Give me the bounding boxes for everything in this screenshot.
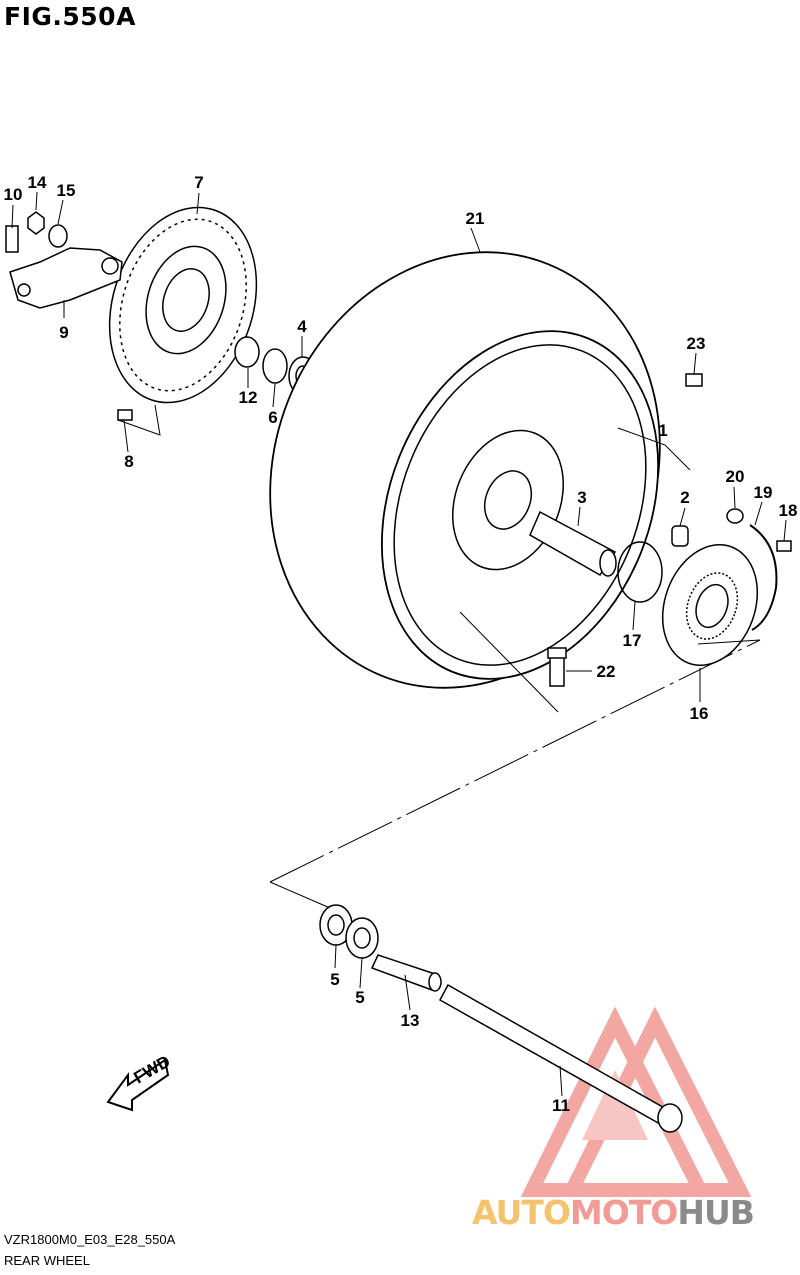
callout-13: 13 <box>401 1011 420 1030</box>
nut-14-part[interactable] <box>27 211 45 235</box>
callout-5b: 5 <box>355 988 364 1007</box>
rear-hub-16-part[interactable] <box>647 531 774 678</box>
caliper-bracket-part[interactable] <box>9 247 123 309</box>
assembly-line <box>269 881 331 909</box>
figure-name: REAR WHEEL <box>4 1253 90 1268</box>
callout-6: 6 <box>268 408 277 427</box>
figure-code: VZR1800M0_E03_E28_550A <box>4 1232 176 1247</box>
callout-10: 10 <box>4 185 23 204</box>
callout-5a: 5 <box>330 970 339 989</box>
damper-2-part[interactable] <box>671 525 689 547</box>
callout-15: 15 <box>57 181 76 200</box>
watermark-part-3: HUB <box>677 1193 755 1232</box>
figure-title: FIG.550A <box>4 2 136 31</box>
washer-15-part[interactable] <box>48 224 68 248</box>
axle-spacer-3-part[interactable] <box>529 510 617 577</box>
callout-16: 16 <box>690 704 709 723</box>
callout-1: 1 <box>658 421 667 440</box>
assembly-line <box>269 639 761 883</box>
callout-8: 8 <box>124 452 133 471</box>
bearing-5a-part[interactable] <box>319 904 353 946</box>
screw-18-part[interactable] <box>776 540 792 552</box>
callout-18: 18 <box>779 501 798 520</box>
caliper-bracket-hole <box>17 283 31 297</box>
spacer-12-part[interactable] <box>234 336 260 368</box>
callout-2: 2 <box>680 488 689 507</box>
callout-21: 21 <box>466 209 485 228</box>
bearing-5b-part[interactable] <box>345 917 379 959</box>
callout-14: 14 <box>28 173 47 192</box>
leader-lines <box>11 191 787 1097</box>
watermark-part-1: AUTO <box>472 1193 571 1232</box>
callout-3: 3 <box>577 488 586 507</box>
watermark-part-2: MOTO <box>569 1193 678 1232</box>
callout-20: 20 <box>726 467 745 486</box>
brake-disc-part[interactable] <box>86 188 281 421</box>
axle-11-part[interactable] <box>438 983 683 1133</box>
assembly-line <box>697 639 761 645</box>
forward-direction-arrow-icon: FWD <box>106 1052 174 1112</box>
callout-4: 4 <box>297 317 307 336</box>
callout-22: 22 <box>597 662 616 681</box>
ring-19-part[interactable] <box>749 524 778 631</box>
assembly-line <box>459 611 559 713</box>
oil-seal-6-part[interactable] <box>262 348 288 384</box>
callout-11: 11 <box>552 1096 570 1115</box>
spacer-13-part[interactable] <box>370 954 442 992</box>
callout-19: 19 <box>754 483 773 502</box>
callout-23: 23 <box>687 334 706 353</box>
valve-22-part[interactable] <box>547 647 567 687</box>
callout-7: 7 <box>194 173 203 192</box>
clip-20-part[interactable] <box>726 508 744 524</box>
callout-12: 12 <box>239 388 258 407</box>
callout-9: 9 <box>59 323 68 342</box>
callout-17: 17 <box>623 631 642 650</box>
disc-bolt-8-part[interactable] <box>117 409 133 421</box>
bolt-10-part[interactable] <box>5 225 19 253</box>
clip-23-part[interactable] <box>685 373 703 387</box>
watermark-text: AUTOMOTOHUB <box>472 1193 755 1232</box>
caliper-bracket-hole <box>101 257 119 275</box>
o-ring-17-part[interactable] <box>617 541 663 603</box>
